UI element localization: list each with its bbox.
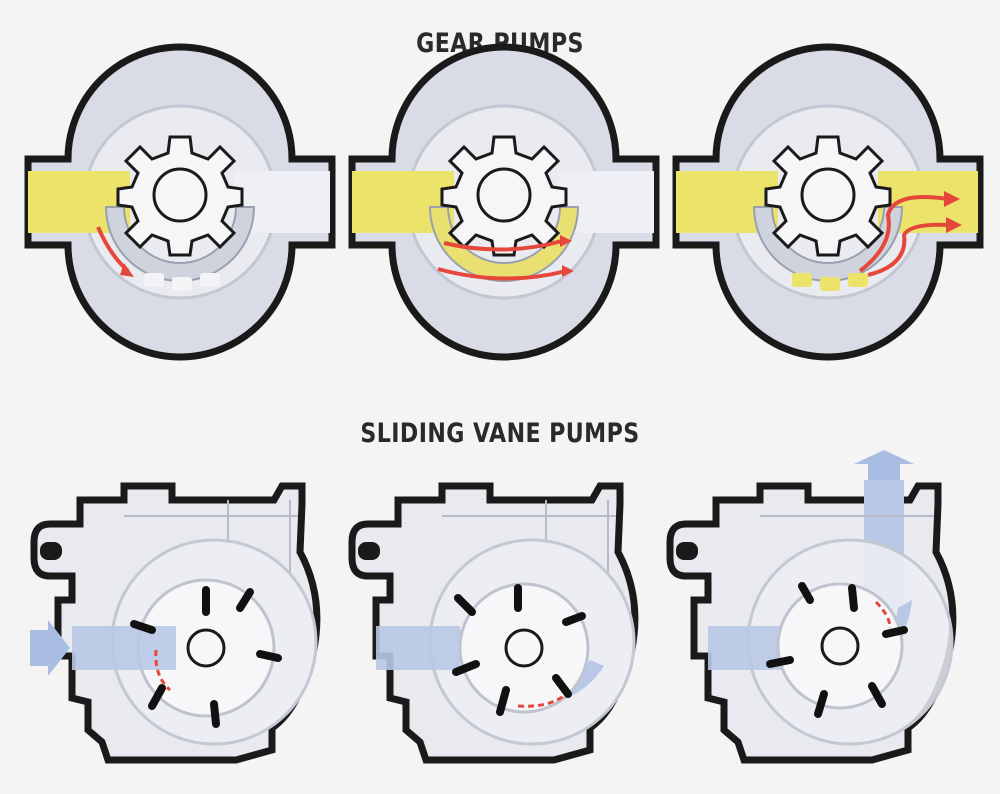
flow-arrowhead bbox=[944, 191, 960, 207]
gear-pump-intake-diagram bbox=[24, 43, 336, 361]
flow-arrow bbox=[517, 694, 565, 708]
gear-housing-ring bbox=[428, 206, 580, 282]
gear-pump-transfer-diagram bbox=[348, 43, 660, 361]
gear-pump-discharge-diagram bbox=[672, 43, 984, 361]
vane-pump-intake-diagram bbox=[30, 482, 321, 764]
port-tab bbox=[40, 542, 62, 560]
port-tab bbox=[676, 542, 698, 560]
rotor-hub bbox=[504, 628, 544, 668]
sliding-vane-pumps-title: SLIDING VANE PUMPS bbox=[360, 418, 640, 449]
outlet-arrow-icon bbox=[854, 450, 914, 480]
gear-teeth-pockets bbox=[144, 273, 220, 291]
vanes bbox=[452, 584, 586, 716]
vanes bbox=[766, 582, 908, 718]
rotor-hub bbox=[186, 628, 226, 668]
flow-arrow bbox=[867, 222, 951, 277]
inlet-fluid bbox=[72, 626, 176, 670]
gear-housing-ring bbox=[752, 206, 904, 282]
flow-arrow bbox=[443, 239, 563, 252]
port-tab bbox=[358, 542, 380, 560]
vane-pump-transfer-diagram bbox=[348, 482, 639, 764]
gear-teeth-pockets bbox=[792, 273, 868, 291]
flow-arrow bbox=[858, 195, 949, 273]
flow-arrowhead bbox=[560, 235, 572, 247]
flow-arrow bbox=[154, 649, 172, 692]
flow-arrowhead bbox=[562, 265, 574, 277]
gear-icon bbox=[764, 135, 892, 257]
flow-arrowhead bbox=[946, 217, 962, 233]
vane-pump-discharge-diagram bbox=[666, 450, 957, 764]
inlet-fluid bbox=[376, 626, 460, 670]
flow-arrow bbox=[874, 600, 892, 629]
inlet-arrow-icon bbox=[30, 620, 70, 676]
flow-arrow bbox=[437, 267, 567, 281]
vanes bbox=[130, 586, 282, 728]
gear-icon bbox=[116, 135, 244, 257]
flow-arrowhead bbox=[120, 263, 134, 277]
gear-housing-ring bbox=[104, 206, 256, 282]
gear-icon bbox=[440, 135, 568, 257]
rotor-hub bbox=[820, 626, 860, 666]
